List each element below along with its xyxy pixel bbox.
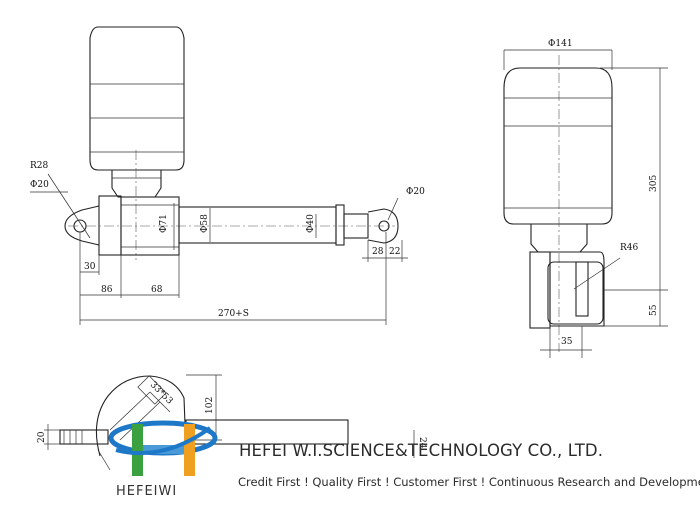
rear-housing <box>98 195 122 256</box>
company-name: HEFEI W.I.SCIENCE&TECHNOLOGY CO., LTD. <box>239 441 604 460</box>
top-bracket-line <box>109 391 151 431</box>
front-clevis <box>367 208 399 244</box>
rear-clevis <box>64 205 100 246</box>
side-clevis <box>575 261 589 317</box>
dim-phi40: Φ40 <box>306 214 316 233</box>
side-housing <box>549 251 605 327</box>
company-slogan: Credit First ! Quality First ! Customer … <box>238 475 700 489</box>
logo-h-right <box>184 424 195 476</box>
r46-leader <box>573 257 621 290</box>
dim-22: 22 <box>389 247 400 257</box>
front-pin-hole <box>378 220 390 232</box>
dim-phi58: Φ58 <box>200 214 210 233</box>
dim-86: 86 <box>101 285 113 295</box>
dim-68: 68 <box>151 285 163 295</box>
dim-phi71: Φ71 <box>159 214 169 233</box>
dim-24: 24 <box>417 437 427 449</box>
top-bracket-line <box>119 401 161 441</box>
dim-r46: R46 <box>620 243 639 253</box>
dim-phi141: Φ141 <box>548 39 573 49</box>
top-bracket-foot <box>97 449 111 471</box>
motor-body <box>89 26 185 171</box>
front-view: R28 Φ20 Φ20 Φ71 Φ58 Φ40 30 86 68 28 22 2… <box>30 26 425 325</box>
logo-swoosh-front <box>115 426 212 456</box>
top-bracket-square <box>137 375 167 405</box>
top-motor-arc <box>95 375 187 457</box>
tube-collar <box>335 204 345 246</box>
gear-neck <box>111 170 162 198</box>
dim-phi20-right: Φ20 <box>406 187 425 197</box>
side-motor-body <box>503 67 613 225</box>
dim-r28: R28 <box>30 161 49 171</box>
side-view: Φ141 305 R46 55 35 <box>503 39 668 358</box>
dim-102: 102 <box>205 397 215 414</box>
logo-h-left <box>132 424 143 476</box>
hefeiwi-logo <box>108 420 218 476</box>
r28-leader <box>47 173 91 239</box>
dim-20-bottom: 20 <box>37 431 47 443</box>
dim-stroke: 270+S <box>218 309 249 319</box>
side-housing-left <box>529 251 551 329</box>
dim-35: 35 <box>561 337 573 347</box>
phi20-right-leader <box>387 197 399 221</box>
brand-name: HEFEIWI <box>116 484 178 499</box>
dim-28: 28 <box>372 247 384 257</box>
dim-305: 305 <box>649 175 659 192</box>
inner-rod <box>343 213 369 239</box>
dim-30: 30 <box>84 262 96 272</box>
dim-33x53: 33*53 <box>148 380 175 407</box>
dim-55: 55 <box>649 304 659 316</box>
top-rear-clevis <box>59 429 109 445</box>
dim-phi20-left: Φ20 <box>30 180 49 190</box>
